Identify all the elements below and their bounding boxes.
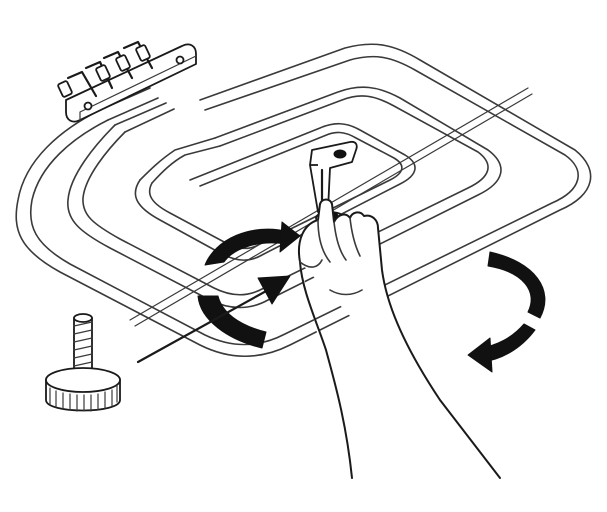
thumb-screw [45,313,121,412]
rotate-arrow-right [467,251,546,373]
hand [298,198,501,479]
insert-direction-arrow [136,275,291,364]
rotate-arrow-left [197,221,301,349]
terminal-plate [57,40,197,123]
